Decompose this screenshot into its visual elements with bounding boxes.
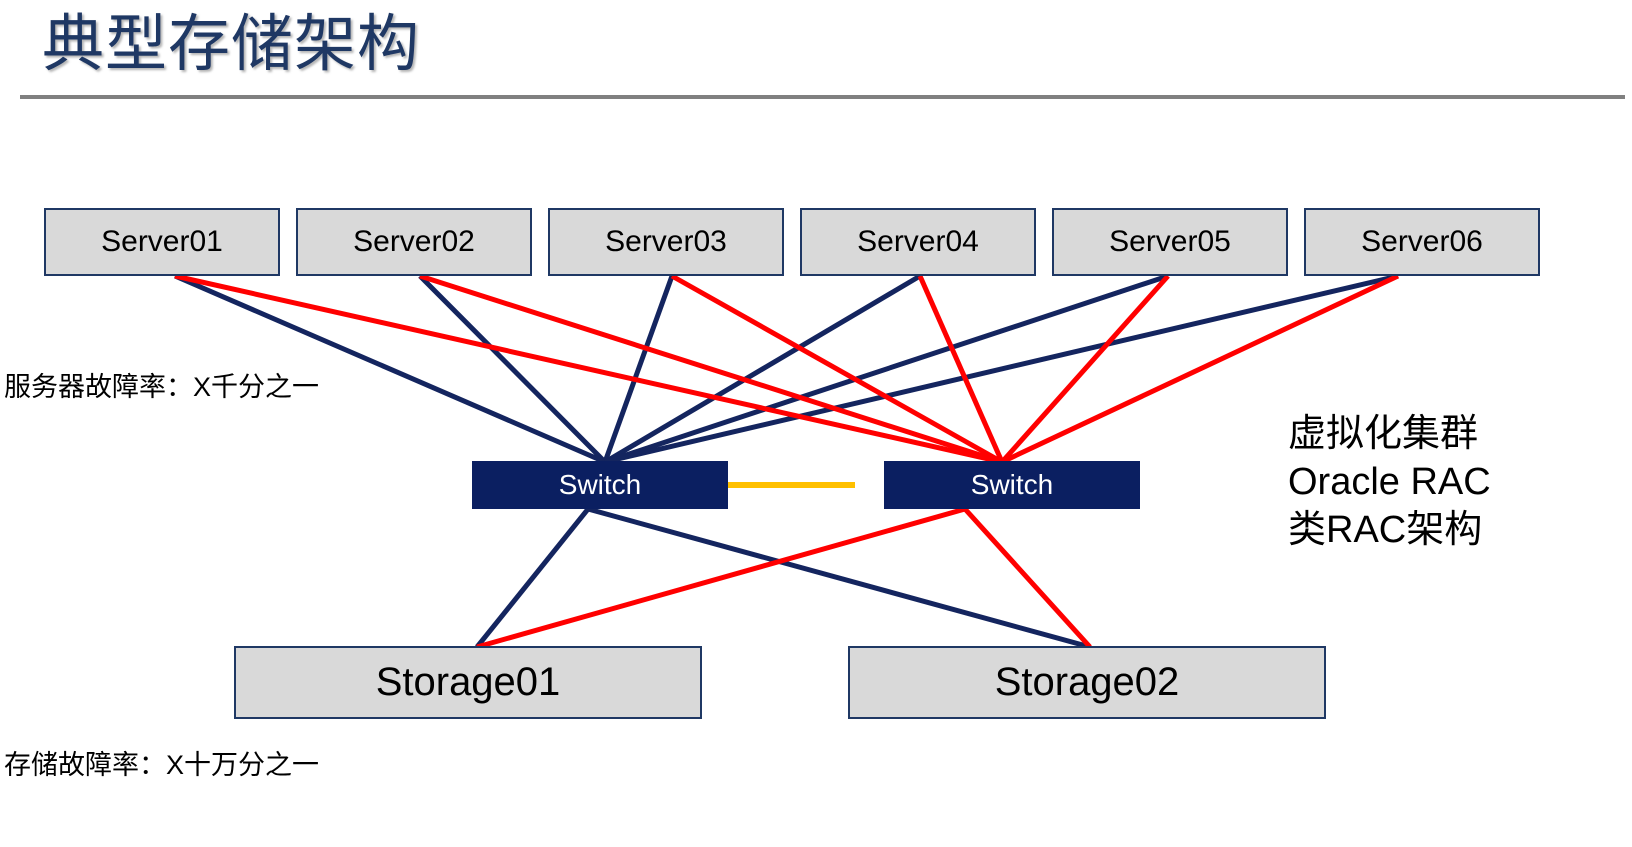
link-server06-to-switch-a	[604, 273, 1399, 465]
link-server01-to-switch-a	[174, 273, 606, 465]
link-server05-to-switch-b	[1000, 274, 1170, 464]
title-divider	[20, 95, 1625, 99]
node-label: Switch	[970, 469, 1054, 500]
node-switch-a[interactable]: Switch	[472, 461, 728, 509]
link-server04-to-switch-b	[917, 274, 1005, 464]
link-server04-to-switch-a	[603, 273, 922, 465]
node-label: Server02	[353, 225, 475, 258]
note-server-failure-rate: 服务器故障率：X千分之一	[4, 372, 320, 402]
node-label: Server01	[101, 225, 223, 258]
node-label: Storage02	[994, 660, 1180, 704]
link-switchb-to-storage01	[476, 506, 966, 650]
link-server06-to-switch-b	[1000, 273, 1400, 465]
node-switch-b[interactable]: Switch	[884, 461, 1140, 509]
links-switch-to-storage	[475, 506, 1092, 650]
node-server-03[interactable]: Server03	[548, 208, 784, 276]
node-label: Storage01	[375, 660, 561, 704]
node-server-01[interactable]: Server01	[44, 208, 280, 276]
node-label: Server04	[857, 225, 979, 258]
links-server-to-switch-b	[174, 273, 1400, 465]
link-server03-to-switch-b	[670, 273, 1004, 465]
page-title: 典型存储架构	[42, 10, 421, 79]
note-storage-failure-rate: 存储故障率：X十万分之一	[4, 750, 320, 780]
node-label: Server06	[1361, 225, 1483, 258]
link-server02-to-switch-a	[418, 274, 607, 464]
link-switcha-to-storage02	[587, 506, 1091, 650]
node-server-02[interactable]: Server02	[296, 208, 532, 276]
link-server02-to-switch-b	[419, 273, 1003, 465]
link-switchb-to-storage02	[963, 507, 1092, 649]
link-server01-to-switch-b	[174, 273, 1003, 465]
node-label: Server03	[605, 225, 727, 258]
node-server-04[interactable]: Server04	[800, 208, 1036, 276]
node-storage-02[interactable]: Storage02	[848, 646, 1326, 719]
link-switcha-to-storage01	[475, 507, 590, 649]
link-server05-to-switch-a	[604, 273, 1169, 465]
node-server-06[interactable]: Server06	[1304, 208, 1540, 276]
links-server-to-switch-a	[174, 273, 1399, 465]
node-server-05[interactable]: Server05	[1052, 208, 1288, 276]
cluster-line-2: Oracle RAC	[1288, 461, 1491, 503]
note-cluster-types: 虚拟化集群 Oracle RAC 类RAC架构	[1288, 410, 1491, 554]
cluster-line-1: 虚拟化集群	[1288, 413, 1479, 455]
cluster-line-3: 类RAC架构	[1288, 509, 1483, 551]
node-label: Switch	[558, 469, 642, 500]
link-server03-to-switch-a	[602, 275, 675, 463]
node-storage-01[interactable]: Storage01	[234, 646, 702, 719]
node-label: Server05	[1109, 225, 1231, 258]
